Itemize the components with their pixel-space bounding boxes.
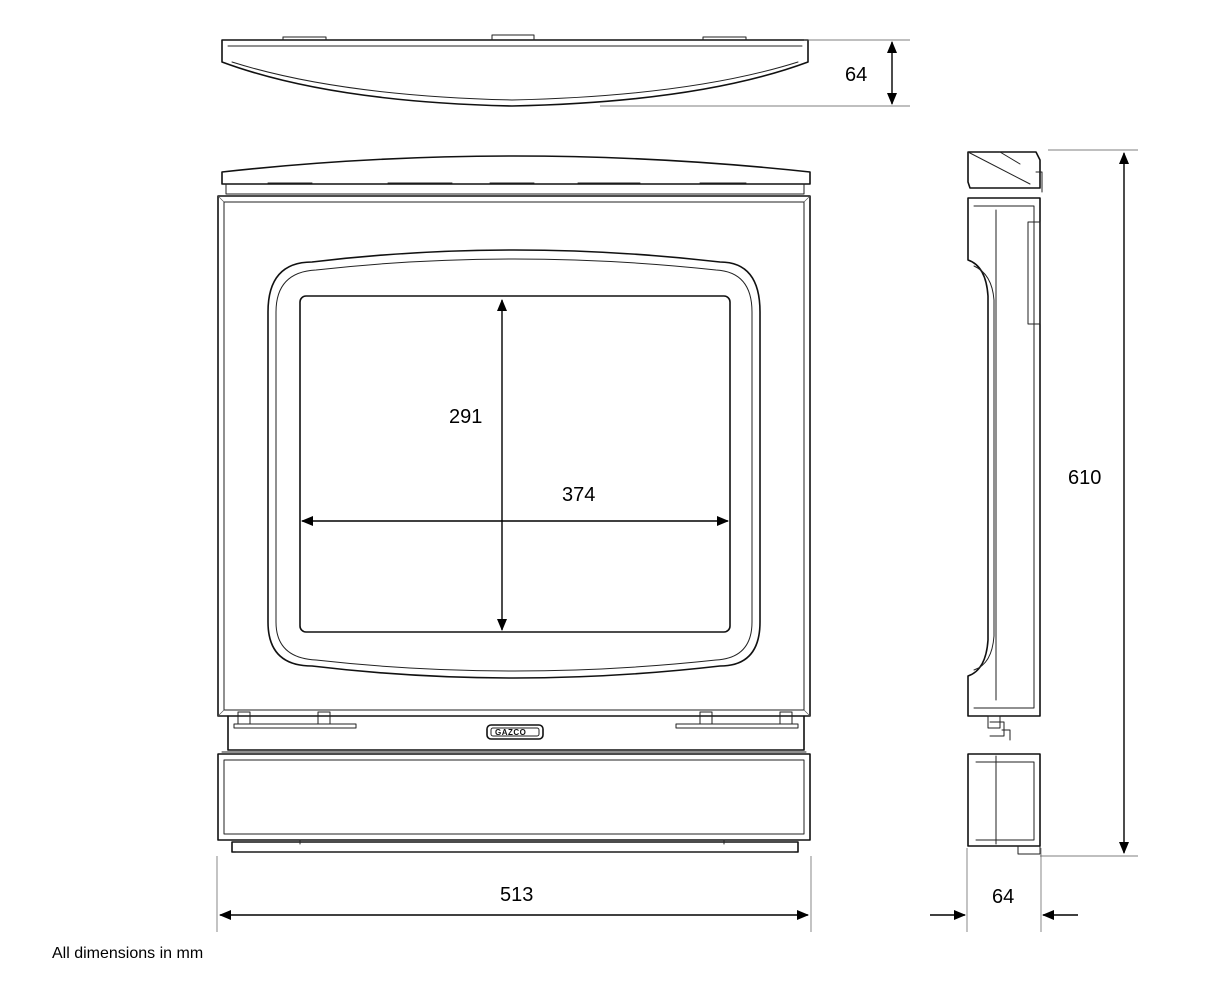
top-view: 64 [221,34,910,107]
units-note: All dimensions in mm [52,945,204,962]
front-view: 291 374 GAZCO 513 [216,155,812,932]
side-depth-label: 64 [992,886,1014,908]
side-view: 610 64 [930,149,1138,932]
window-width-label: 374 [562,484,595,506]
overall-width-label: 513 [500,884,533,906]
window-height-label: 291 [449,406,482,428]
top-depth-label: 64 [845,64,867,86]
brand-badge-label: GAZCO [495,728,526,737]
brand-badge: GAZCO [486,724,544,740]
overall-height-label: 610 [1068,467,1101,489]
